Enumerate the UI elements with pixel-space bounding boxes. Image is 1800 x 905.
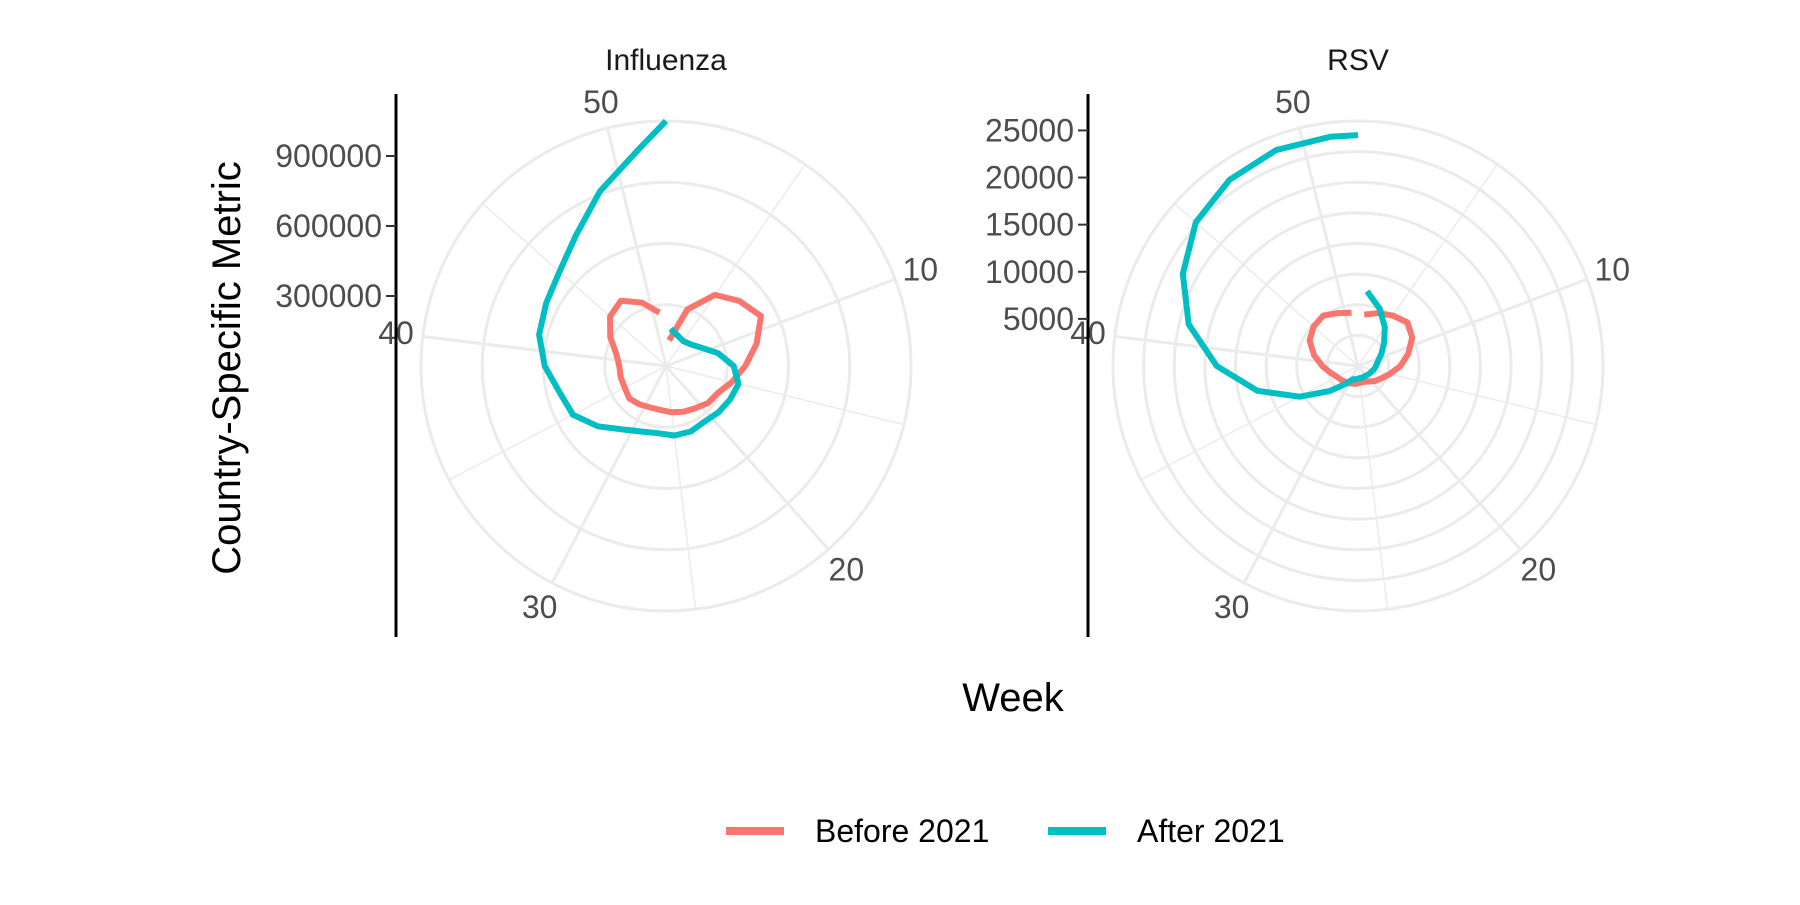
theta-tick-label: 30: [522, 589, 558, 625]
r-tick-label: 10000: [985, 254, 1074, 290]
r-tick-label: 300000: [275, 278, 382, 314]
grid-spoke-major: [550, 365, 668, 584]
grid-spoke-major: [605, 127, 668, 367]
theta-tick-label: 10: [902, 252, 938, 288]
grid-ring: [1264, 272, 1452, 460]
series-line-after-2021: [536, 118, 742, 439]
grid-spoke-major: [1242, 365, 1360, 584]
grid-spoke-major: [665, 277, 896, 368]
grid-spoke-minor: [665, 365, 697, 610]
grid-spoke-minor: [665, 163, 806, 367]
grid-spoke-minor: [1357, 365, 1597, 426]
grid-ring: [1203, 211, 1513, 521]
panel-title: RSV: [1327, 44, 1389, 77]
r-tick-label: 15000: [985, 207, 1074, 243]
theta-tick-label: 50: [1275, 84, 1311, 120]
grid-spoke-major: [1357, 277, 1588, 368]
r-tick-label: 25000: [985, 112, 1074, 148]
grid-ring: [1142, 150, 1574, 582]
grid-spoke-major: [1356, 365, 1522, 551]
legend-label-before: Before 2021: [815, 813, 989, 849]
series-line-after-2021: [1179, 132, 1388, 400]
grid-ring: [1234, 242, 1482, 490]
grid-spoke-minor: [665, 365, 905, 426]
theta-tick-label: 10: [1594, 252, 1630, 288]
grid-ring: [603, 303, 729, 429]
legend-label-after: After 2021: [1137, 813, 1285, 849]
x-axis-label: Week: [962, 676, 1065, 720]
grid-spoke-minor: [482, 202, 667, 367]
theta-tick-label: 30: [1214, 589, 1250, 625]
theta-tick-label: 50: [583, 84, 619, 120]
r-tick-label: 20000: [985, 160, 1074, 196]
grid-ring: [1111, 119, 1605, 613]
series-line-before-2021: [607, 291, 764, 416]
r-tick-label: 900000: [275, 138, 382, 174]
r-tick-label: 600000: [275, 208, 382, 244]
theta-tick-label: 20: [829, 552, 865, 588]
grid-spoke-major: [1297, 127, 1360, 367]
grid-spoke-minor: [1357, 163, 1498, 367]
r-tick-label: 5000: [1003, 301, 1074, 337]
grid-spoke-minor: [1174, 202, 1359, 367]
grid-spoke-minor: [448, 365, 667, 481]
grid-spoke-minor: [1140, 365, 1359, 481]
grid-ring: [1295, 303, 1421, 429]
grid-ring: [1325, 333, 1391, 399]
panel-title: Influenza: [605, 44, 727, 77]
series-line-before-2021: [1306, 309, 1416, 387]
grid-ring: [1172, 180, 1544, 552]
y-axis-label: Country-Specific Metric: [205, 161, 249, 574]
legend: Before 2021 After 2021: [726, 813, 1285, 849]
grid-spoke-major: [664, 365, 830, 551]
grid-spoke-minor: [1357, 365, 1389, 610]
panels: 1020304050Influenza300000600000900000102…: [275, 44, 1630, 637]
grid-ring: [480, 180, 852, 552]
theta-tick-label: 20: [1521, 552, 1557, 588]
